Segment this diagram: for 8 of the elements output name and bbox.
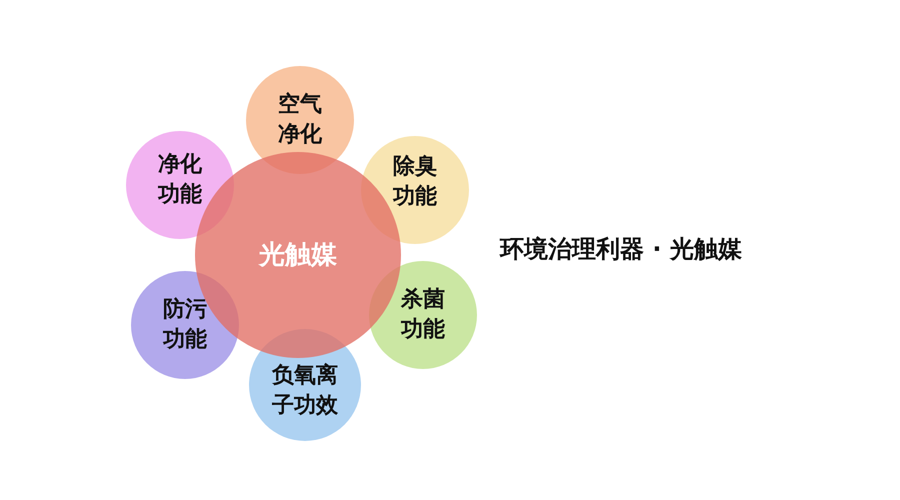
function-label: 空气净化 [277, 91, 323, 149]
function-label: 防污功能 [162, 296, 208, 354]
function-label: 净化功能 [156, 151, 203, 209]
function-label: 负氧离子功效 [270, 362, 339, 420]
function-label: 杀菌功能 [400, 286, 446, 344]
title: 环境治理利器 · 光触媒 [500, 234, 742, 265]
function-label: 除臭功能 [392, 153, 438, 211]
center-label: 光触媒 [257, 240, 338, 270]
